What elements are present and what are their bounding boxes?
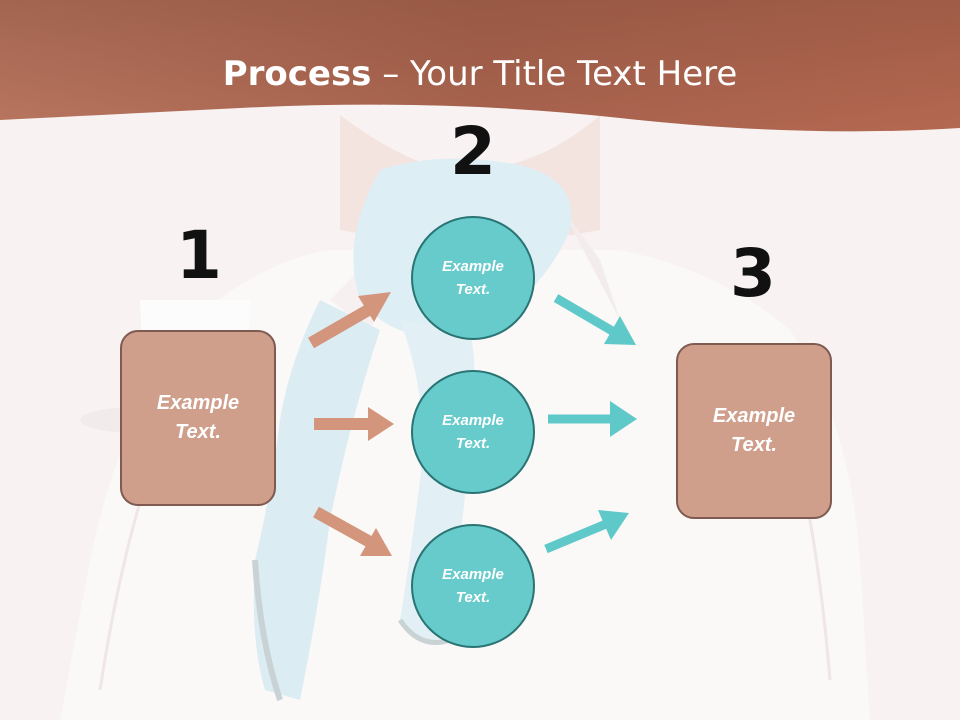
arrow-from-middle-circle	[548, 401, 637, 437]
left-box-line2: Text.	[175, 421, 221, 443]
middle-circle-line2: Text.	[455, 435, 491, 452]
left-box-line1: Example	[156, 392, 240, 414]
bottom-circle-line2: Text.	[455, 589, 491, 606]
right-box-line1: Example	[712, 405, 796, 427]
title-bold: Process	[222, 54, 372, 94]
bottom-circle-line1: Example	[442, 566, 504, 583]
arrow-to-bottom-circle	[313, 506, 392, 556]
arrow-from-top-circle	[553, 294, 636, 345]
middle-circle-line1: Example	[442, 412, 504, 429]
page-title: Process – Your Title Text Here	[0, 52, 960, 96]
arrow-from-bottom-circle	[544, 510, 629, 554]
step-number-3: 3	[730, 235, 776, 312]
right-box-line2: Text.	[731, 434, 777, 456]
arrow-to-top-circle	[308, 292, 391, 349]
arrow-to-middle-circle	[314, 407, 394, 441]
title-rest: – Your Title Text Here	[371, 54, 738, 94]
step-number-1: 1	[176, 217, 222, 294]
top-circle-line1: Example	[442, 258, 504, 275]
header-band	[0, 0, 960, 132]
top-circle-line2: Text.	[455, 281, 491, 298]
step-number-2: 2	[450, 113, 496, 190]
